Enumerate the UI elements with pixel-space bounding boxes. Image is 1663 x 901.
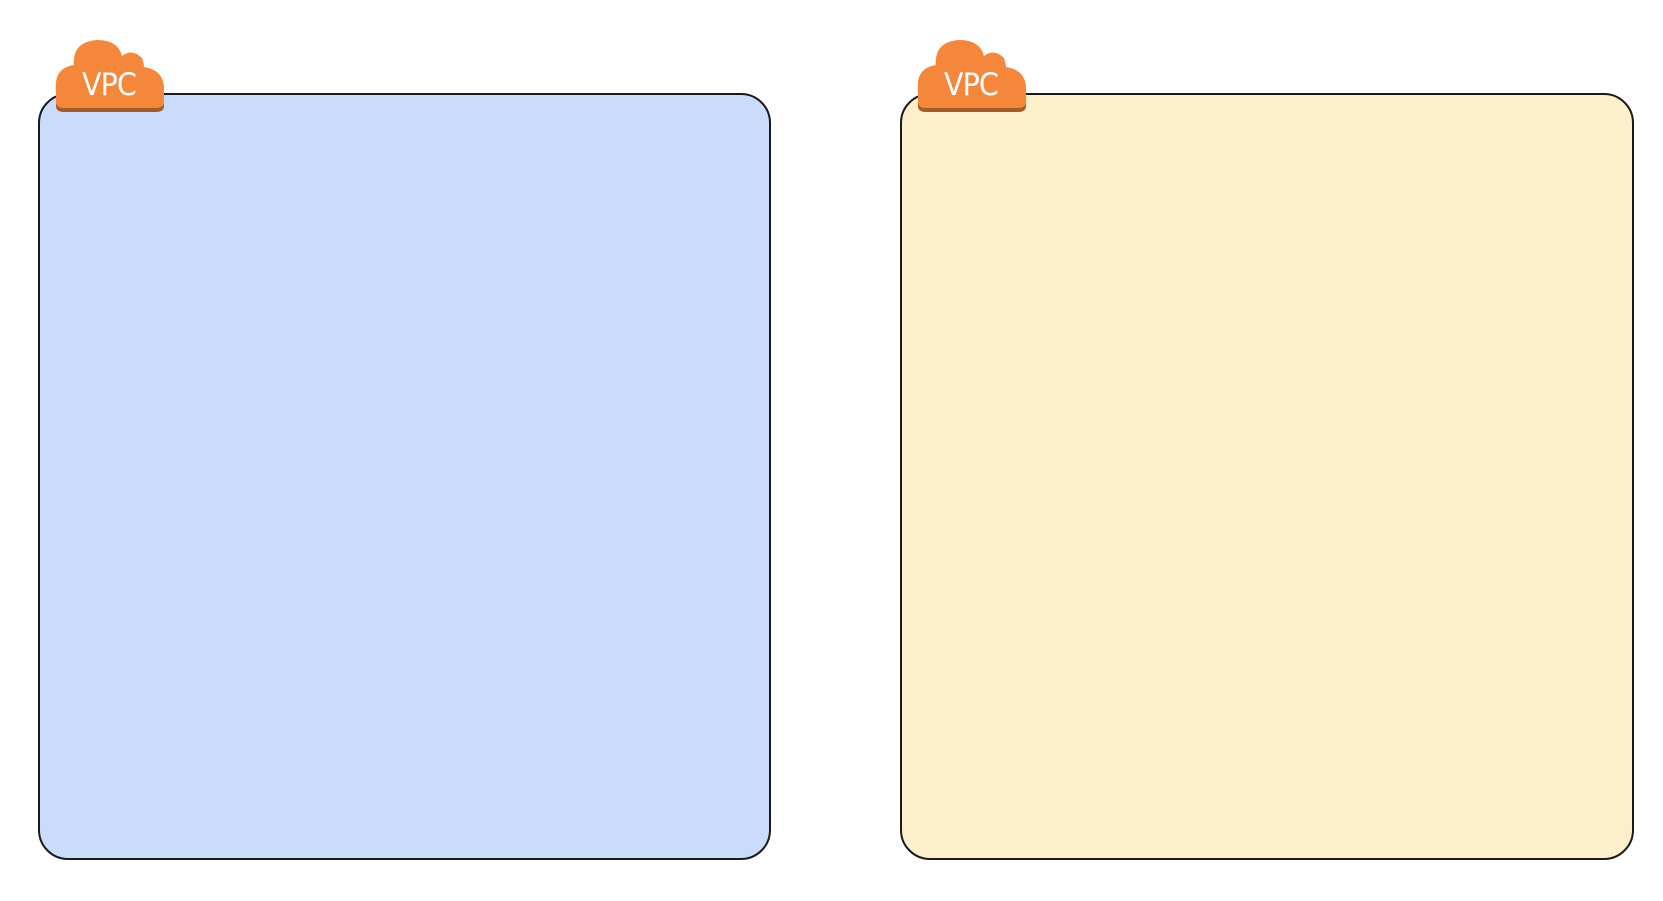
- vpc-label-right: VPC: [944, 67, 999, 103]
- vpc-cloud-icon: VPC: [914, 40, 1028, 116]
- vpc-cloud-shape-right: [917, 40, 1026, 112]
- vpc-container-right: [900, 93, 1634, 860]
- vpc-label-left: VPC: [82, 67, 137, 103]
- vpc-cloud-icon: VPC: [52, 40, 166, 116]
- vpc-container-left: [38, 93, 771, 860]
- vpc-cloud-shape-left: [55, 40, 165, 112]
